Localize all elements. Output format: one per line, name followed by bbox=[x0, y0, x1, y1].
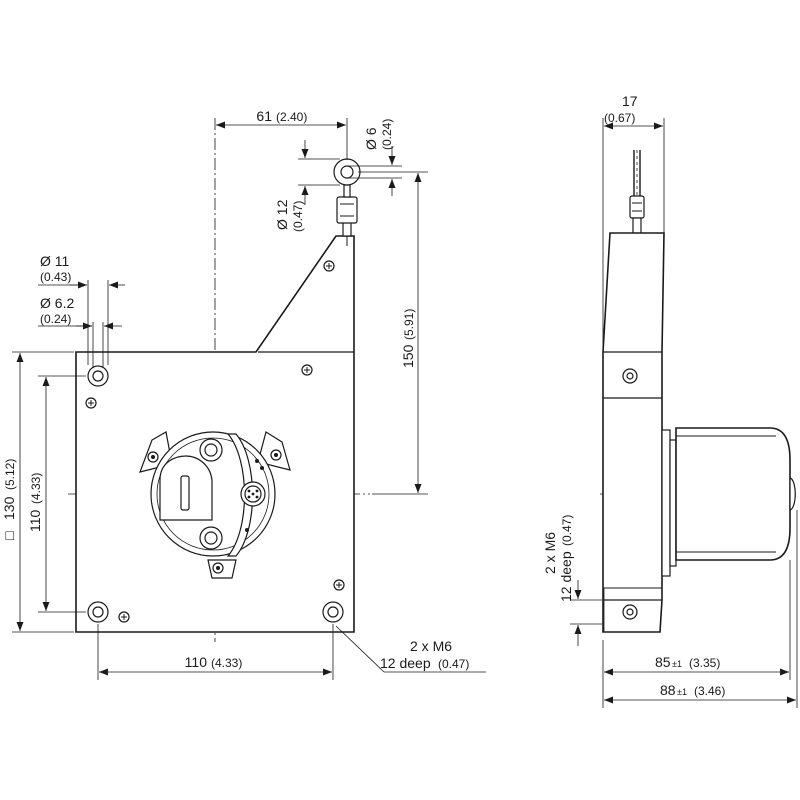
dim-110v-alt: (4.33) bbox=[29, 473, 43, 504]
dim-130: □ 130 (5.12) bbox=[1, 351, 74, 633]
dim-d62: Ø 6.2 (0.24) bbox=[38, 295, 122, 368]
front-thread-alt: (0.47) bbox=[438, 657, 469, 671]
dim-17-value: 17 bbox=[622, 93, 638, 109]
dim-150-alt: (5.91) bbox=[402, 309, 416, 340]
dim-130-alt: (5.12) bbox=[3, 459, 17, 490]
dim-130-value: 130 bbox=[1, 496, 17, 520]
dim-150-value: 150 bbox=[400, 344, 416, 368]
mount-hole-bottom-right bbox=[322, 601, 344, 623]
dim-85-tol: ±1 bbox=[672, 659, 682, 669]
side-thread-line1: 2 x M6 bbox=[542, 532, 558, 574]
side-hole-bottom bbox=[622, 604, 638, 620]
dim-17-alt: (0.67) bbox=[604, 111, 635, 125]
dim-d11-alt: (0.43) bbox=[40, 270, 71, 284]
side-thread-line2: 12 deep bbox=[558, 551, 574, 602]
dim-88: 88 ±1 (3.46) bbox=[604, 510, 798, 708]
front-thread-line1: 2 x M6 bbox=[410, 638, 452, 654]
dim-110h-value: 110 bbox=[185, 654, 208, 670]
dim-17: 17 (0.67) bbox=[602, 93, 665, 352]
side-body bbox=[602, 232, 665, 633]
dim-85-value: 85 bbox=[655, 654, 671, 670]
side-hole-top bbox=[622, 368, 638, 384]
dim-150: 150 (5.91) bbox=[358, 171, 428, 495]
dim-d12: Ø 12 (0.47) bbox=[274, 140, 340, 232]
dim-d11-value: Ø 11 bbox=[40, 253, 70, 269]
dim-85-alt: (3.35) bbox=[689, 656, 720, 670]
dim-61-alt: (2.40) bbox=[276, 110, 307, 124]
mount-hole-bottom-left bbox=[87, 601, 109, 623]
mount-hole-top-left bbox=[87, 365, 109, 387]
side-view: 17 (0.67) 2 x M6 12 deep (0.47) 85 ±1 (3… bbox=[542, 93, 798, 708]
dim-d11: Ø 11 (0.43) bbox=[38, 253, 125, 365]
dim-d12-alt: (0.47) bbox=[291, 201, 305, 232]
dim-88-tol: ±1 bbox=[677, 687, 687, 697]
dim-d6-value: Ø 6 bbox=[363, 127, 379, 150]
dim-61-value: 61 bbox=[256, 108, 272, 124]
dim-110h-alt: (4.33) bbox=[211, 656, 242, 670]
dim-88-alt: (3.46) bbox=[694, 684, 725, 698]
dim-d62-value: Ø 6.2 bbox=[40, 295, 74, 311]
cable-eyelet bbox=[333, 158, 361, 246]
dim-d6-alt: (0.24) bbox=[380, 119, 394, 150]
dim-d62-alt: (0.24) bbox=[40, 312, 71, 326]
dim-85: 85 ±1 (3.35) bbox=[602, 560, 791, 708]
dim-d6: Ø 6 (0.24) bbox=[348, 119, 402, 196]
thread-note-side: 2 x M6 12 deep (0.47) bbox=[542, 515, 602, 646]
thread-note-front: 2 x M6 12 deep (0.47) bbox=[335, 625, 486, 673]
side-cable bbox=[629, 150, 645, 235]
dim-110-vertical: 110 (4.33) bbox=[27, 375, 86, 613]
side-encoder bbox=[661, 427, 796, 577]
dim-110-horizontal: 110 (4.33) bbox=[97, 624, 334, 680]
dim-110v-value: 110 bbox=[27, 509, 43, 532]
dim-88-value: 88 bbox=[660, 682, 676, 698]
front-thread-line2: 12 deep bbox=[380, 655, 431, 671]
screw-icons bbox=[85, 260, 345, 623]
side-thread-alt: (0.47) bbox=[560, 515, 574, 546]
dim-61: 61 (2.40) bbox=[216, 108, 348, 160]
dim-130-prefix: □ bbox=[1, 531, 17, 540]
dim-d12-value: Ø 12 bbox=[274, 199, 290, 230]
front-view: 61 (2.40) Ø 6 (0.24) Ø 12 (0.47) bbox=[1, 108, 486, 680]
encoder-assembly bbox=[139, 431, 291, 579]
